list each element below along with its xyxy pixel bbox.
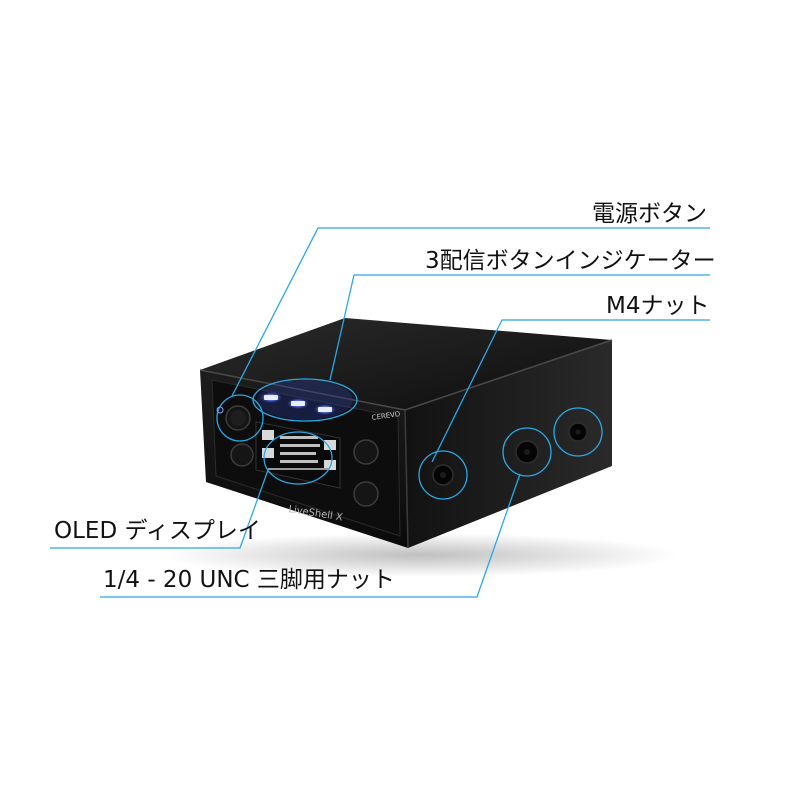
indicator-led-1 xyxy=(260,392,282,403)
broadcast-indicators xyxy=(257,380,353,420)
m4-nut-rear xyxy=(568,422,588,442)
callout-highlights xyxy=(216,378,603,500)
power-button-callout: 電源ボタン xyxy=(592,201,707,227)
indicators-callout: 3配信ボタンインジケーター xyxy=(425,248,716,274)
oled-callout: OLED ディスプレイ xyxy=(54,518,261,544)
brand-label: CEREVO xyxy=(371,410,401,422)
device-side-face xyxy=(405,340,612,548)
right-upper-button[interactable] xyxy=(353,439,379,465)
oled-display xyxy=(255,421,341,489)
device-top-face xyxy=(200,318,612,410)
left-lower-button[interactable] xyxy=(230,443,254,467)
m4-nut-callout: M4ナット xyxy=(606,293,710,319)
indicator-led-3 xyxy=(314,404,336,415)
leader-lines xyxy=(50,227,710,598)
floor-shadow xyxy=(160,533,680,577)
tripod-nut-callout: 1/4 - 20 UNC 三脚用ナット xyxy=(103,567,395,593)
right-lower-button[interactable] xyxy=(353,481,379,507)
m4-nut-front xyxy=(432,464,454,486)
tripod-nut xyxy=(515,440,539,464)
power-button[interactable] xyxy=(225,405,251,431)
indicator-led-2 xyxy=(287,398,309,409)
